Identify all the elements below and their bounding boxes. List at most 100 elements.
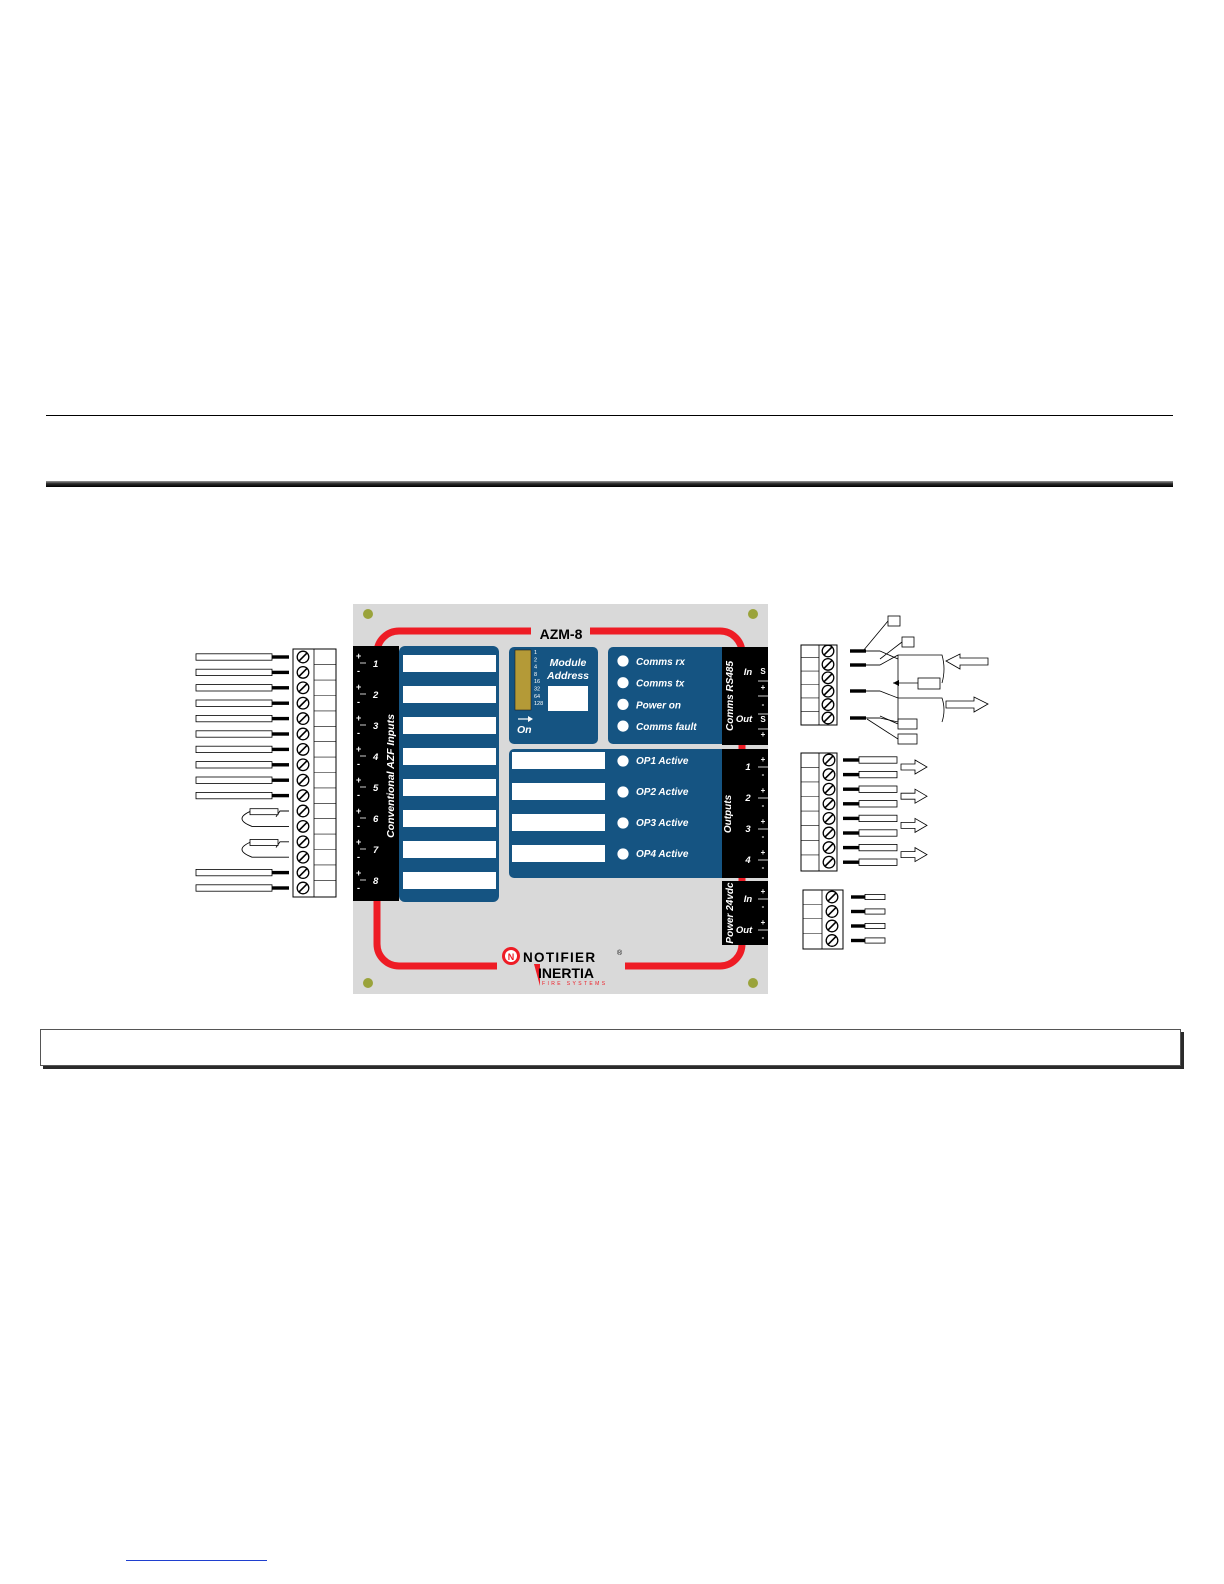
rs485-out-label: Out	[736, 714, 753, 725]
input-minus-label: -	[357, 821, 360, 831]
terminal-screw-icon[interactable]	[296, 788, 310, 803]
terminal-screw-icon[interactable]	[822, 753, 836, 767]
outputs-label: Outputs	[723, 794, 734, 833]
output-label-box[interactable]	[512, 814, 605, 831]
terminal-screw-icon[interactable]	[296, 819, 310, 834]
terminal-screw-icon[interactable]	[825, 890, 839, 904]
terminal-screw-icon[interactable]	[821, 657, 835, 672]
power-terminal-block	[802, 889, 886, 950]
terminal-screw-icon[interactable]	[296, 681, 310, 695]
rs485-label: Comms RS485	[725, 661, 736, 731]
wire-lead	[195, 668, 273, 677]
output-arrow-icon	[900, 846, 928, 863]
wire-lead	[195, 745, 273, 754]
input-plus-label: +	[356, 837, 361, 847]
output-plus-label: +	[761, 786, 766, 795]
terminal-screw-icon[interactable]	[821, 671, 835, 685]
logo-inertia: INERTIA	[538, 965, 594, 981]
terminal-screw-icon[interactable]	[296, 742, 310, 757]
terminal-screw-icon[interactable]	[825, 933, 839, 948]
output-label-box[interactable]	[512, 783, 605, 800]
terminal-screw-icon[interactable]	[296, 665, 310, 680]
power-wire-lead	[864, 894, 886, 901]
terminal-screw-icon[interactable]	[296, 773, 310, 787]
power-wire-lead	[864, 908, 886, 915]
terminal-screw-icon[interactable]	[296, 650, 310, 664]
terminal-screw-icon[interactable]	[296, 850, 310, 864]
terminal-screw-icon[interactable]	[296, 804, 310, 818]
terminal-screw-icon[interactable]	[822, 840, 836, 855]
input-minus-label: -	[357, 759, 360, 769]
terminal-screw-icon[interactable]	[296, 758, 310, 772]
wire-lead	[195, 884, 273, 892]
terminal-screw-icon[interactable]	[821, 684, 835, 698]
terminal-screw-icon[interactable]	[825, 904, 839, 919]
dip-value-label: 32	[534, 687, 540, 693]
footer-link-underline[interactable]	[126, 1560, 267, 1561]
comms-panel	[608, 647, 742, 744]
rs485-terminals: S+-S+	[758, 667, 768, 739]
module-panel: AZM-8 Conventional AZF Inputs +-1+-2+-3+…	[353, 604, 768, 994]
terminal-screw-icon[interactable]	[296, 881, 310, 895]
output-arrow-icon	[900, 817, 928, 834]
terminal-screw-icon[interactable]	[296, 835, 310, 849]
input-label-box[interactable]	[403, 717, 496, 734]
arrow-in-icon	[945, 653, 989, 670]
input-label-box[interactable]	[403, 872, 496, 889]
terminal-screw-icon[interactable]	[296, 865, 310, 880]
power-terminals: +-+-	[758, 887, 768, 942]
input-label-box[interactable]	[403, 686, 496, 703]
input-label-box[interactable]	[403, 810, 496, 827]
terminal-screw-icon[interactable]	[296, 727, 310, 741]
logo-notifier: NOTIFIER	[523, 950, 596, 965]
input-minus-label: -	[357, 697, 360, 707]
comms-led-label: Comms rx	[636, 657, 685, 668]
terminal-screw-icon[interactable]	[821, 644, 835, 658]
terminal-screw-icon[interactable]	[822, 767, 836, 782]
wire-lead	[195, 699, 273, 707]
input-plus-label: +	[356, 713, 361, 723]
left-terminal-block	[195, 648, 337, 898]
wire-lead	[858, 800, 898, 808]
terminal-screw-icon[interactable]	[822, 797, 836, 811]
led-indicator-icon	[617, 698, 629, 711]
output-led-label: OP2 Active	[636, 787, 689, 798]
module-title: AZM-8	[540, 626, 583, 642]
address-label-line2: Address	[546, 670, 589, 682]
input-number: 4	[372, 752, 379, 763]
output-arrow-icon	[900, 788, 928, 804]
rs485-in-label: In	[744, 667, 753, 678]
power-wire-lead	[864, 923, 886, 930]
output-label-box[interactable]	[512, 752, 605, 769]
eol-resistor-icon	[249, 839, 279, 846]
wire-lead	[858, 756, 898, 764]
input-plus-label: +	[356, 651, 361, 661]
terminal-screw-icon[interactable]	[822, 811, 836, 826]
output-terminals: 1+-2+-3+-4+-	[744, 755, 768, 872]
terminal-screw-icon[interactable]	[822, 826, 836, 840]
terminal-screw-icon[interactable]	[825, 919, 839, 933]
terminal-screw-icon[interactable]	[822, 782, 836, 796]
input-label-box[interactable]	[403, 779, 496, 796]
input-minus-label: -	[357, 852, 360, 862]
comms-led-label: Comms fault	[636, 722, 697, 733]
terminal-screw-icon[interactable]	[296, 711, 310, 726]
terminal-screw-icon[interactable]	[296, 696, 310, 710]
terminal-screw-icon[interactable]	[822, 855, 836, 869]
dip-switch[interactable]	[514, 649, 532, 711]
input-label-box[interactable]	[403, 841, 496, 858]
wire-lead	[195, 776, 273, 784]
terminal-screw-icon[interactable]	[821, 697, 835, 712]
output-label-box[interactable]	[512, 845, 605, 862]
rs485-terminal-block	[800, 615, 989, 745]
terminal-screw-icon[interactable]	[821, 711, 835, 725]
input-label-box[interactable]	[403, 655, 496, 672]
input-label-box[interactable]	[403, 748, 496, 765]
address-label-line1: Module	[550, 657, 587, 669]
dip-value-label: 128	[534, 701, 543, 707]
input-minus-label: -	[357, 728, 360, 738]
output-plus-label: +	[761, 755, 766, 764]
dip-on-arrow-icon	[528, 716, 533, 722]
